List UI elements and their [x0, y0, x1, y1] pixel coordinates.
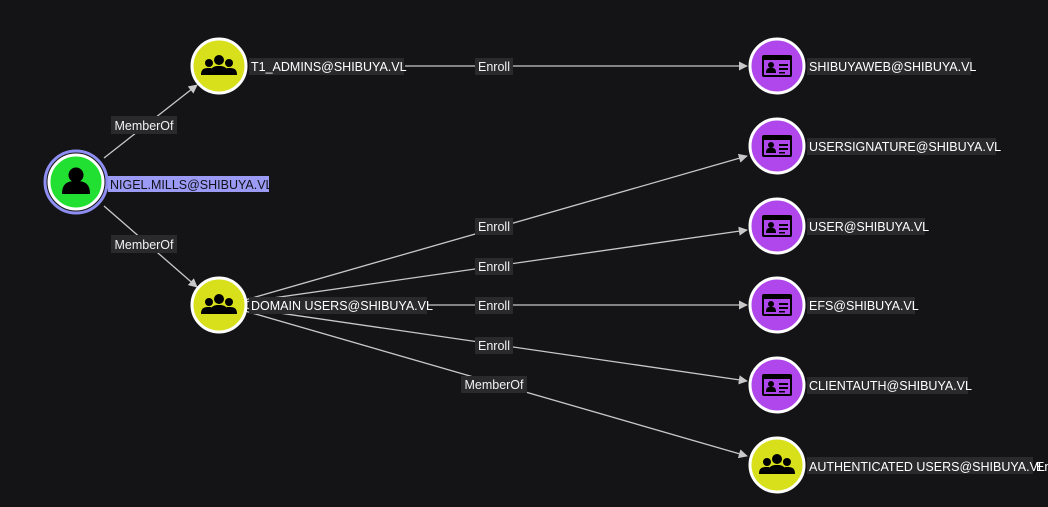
node-efs[interactable]: EFS@SHIBUYA.VL	[748, 276, 919, 334]
edge-domainusers-usersignature[interactable]: Enroll	[244, 153, 748, 301]
edge-label: Enroll	[478, 220, 510, 234]
node-label: NIGEL.MILLS@SHIBUYA.VL	[110, 178, 273, 192]
node-label: T1_ADMINS@SHIBUYA.VL	[251, 60, 407, 74]
cert-template-icon	[762, 294, 792, 316]
node-nigel-mills[interactable]: NIGEL.MILLS@SHIBUYA.VL	[43, 149, 273, 215]
node-label: SHIBUYAWEB@SHIBUYA.VL	[809, 60, 976, 74]
node-shibuyaweb[interactable]: SHIBUYAWEB@SHIBUYA.VL	[748, 37, 976, 95]
edge-label: Enroll	[478, 260, 510, 274]
node-authenticated-users[interactable]: AUTHENTICATED USERS@SHIBUYA.VL	[748, 436, 1045, 494]
edge-label: MemberOf	[114, 119, 174, 133]
cert-template-icon	[762, 215, 792, 237]
edge-nigel-domainusers[interactable]: MemberOf	[103, 205, 198, 288]
edge-t1admins-shibuyaweb[interactable]: Enroll	[405, 58, 748, 75]
node-label: DOMAIN USERS@SHIBUYA.VL	[251, 299, 433, 313]
edge-domainusers-authusers[interactable]: MemberOf	[244, 310, 748, 459]
node-user[interactable]: USER@SHIBUYA.VL	[748, 197, 929, 255]
edge-label: Enroll	[478, 299, 510, 313]
truncated-edge-label: En	[1036, 460, 1048, 474]
node-label: USERSIGNATURE@SHIBUYA.VL	[809, 140, 1001, 154]
offscreen-edge-label: En	[1036, 460, 1048, 474]
node-usersignature[interactable]: USERSIGNATURE@SHIBUYA.VL	[748, 117, 1001, 175]
cert-template-icon	[762, 374, 792, 396]
cert-template-icon	[762, 135, 792, 157]
edge-label: Enroll	[478, 339, 510, 353]
node-domain-users[interactable]: DOMAIN USERS@SHIBUYA.VL	[190, 276, 433, 334]
node-t1-admins[interactable]: T1_ADMINS@SHIBUYA.VL	[190, 37, 407, 95]
edge-label: Enroll	[478, 60, 510, 74]
edge-label: MemberOf	[464, 378, 524, 392]
node-clientauth[interactable]: CLIENTAUTH@SHIBUYA.VL	[748, 356, 972, 414]
edge-domainusers-user[interactable]: Enroll	[244, 226, 748, 303]
edge-domainusers-efs[interactable]: Enroll	[428, 297, 748, 314]
node-label: EFS@SHIBUYA.VL	[809, 299, 919, 313]
cert-template-icon	[762, 55, 792, 77]
edge-nigel-t1admins[interactable]: MemberOf	[103, 84, 198, 159]
node-label: AUTHENTICATED USERS@SHIBUYA.VL	[809, 460, 1045, 474]
node-label: CLIENTAUTH@SHIBUYA.VL	[809, 379, 972, 393]
node-label: USER@SHIBUYA.VL	[809, 220, 929, 234]
edge-domainusers-clientauth[interactable]: Enroll	[244, 307, 748, 385]
edge-label: MemberOf	[114, 238, 174, 252]
